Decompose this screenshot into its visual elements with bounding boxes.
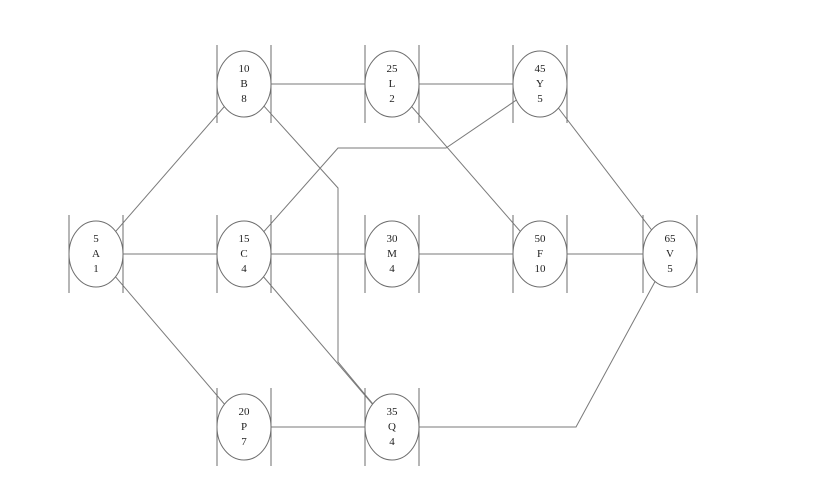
- node-duration: 4: [389, 436, 395, 448]
- node-c: 15C 4: [216, 215, 272, 293]
- node-duration: 5: [667, 263, 673, 275]
- node-duration: 1: [93, 263, 99, 275]
- node-label: L: [389, 78, 396, 90]
- node-early-time: 25: [387, 63, 399, 75]
- edge-a-p: [95, 253, 245, 428]
- node-early-time: 35: [387, 406, 399, 418]
- node-duration: 5: [537, 93, 543, 105]
- node-early-time: 65: [665, 233, 677, 245]
- node-duration: 4: [241, 263, 247, 275]
- node-early-time: 15: [239, 233, 251, 245]
- edge-l-f: [391, 83, 541, 255]
- edge-c-y: [243, 83, 541, 255]
- node-label: M: [387, 248, 397, 260]
- node-y: 45Y 5: [512, 45, 568, 123]
- node-early-time: 50: [535, 233, 547, 245]
- node-label: A: [92, 248, 100, 260]
- node-duration: 7: [241, 436, 247, 448]
- node-m: 30M 4: [364, 215, 420, 293]
- node-f: 50F 10: [512, 215, 568, 293]
- node-duration: 8: [241, 93, 247, 105]
- node-b: 10B 8: [216, 45, 272, 123]
- node-duration: 2: [389, 93, 395, 105]
- node-p: 20P 7: [216, 388, 272, 466]
- node-l: 25L 2: [364, 45, 420, 123]
- node-early-time: 10: [239, 63, 251, 75]
- node-label: V: [666, 248, 674, 260]
- node-v: 65V 5: [642, 215, 698, 293]
- edge-y-v: [539, 83, 671, 255]
- node-duration: 4: [389, 263, 395, 275]
- node-duration: 10: [535, 263, 547, 275]
- node-label: F: [537, 248, 543, 260]
- node-label: Q: [388, 421, 396, 433]
- node-label: P: [241, 421, 247, 433]
- edge-c-q: [243, 253, 393, 428]
- node-early-time: 5: [93, 233, 99, 245]
- node-q: 35Q 4: [364, 388, 420, 466]
- node-early-time: 30: [387, 233, 399, 245]
- node-early-time: 20: [239, 406, 251, 418]
- edge-q-v: [392, 253, 671, 428]
- node-early-time: 45: [535, 63, 547, 75]
- node-label: B: [240, 78, 247, 90]
- node-label: C: [240, 248, 247, 260]
- node-a: 5A 1: [68, 215, 124, 293]
- edge-a-b: [95, 83, 245, 255]
- node-label: Y: [536, 78, 544, 90]
